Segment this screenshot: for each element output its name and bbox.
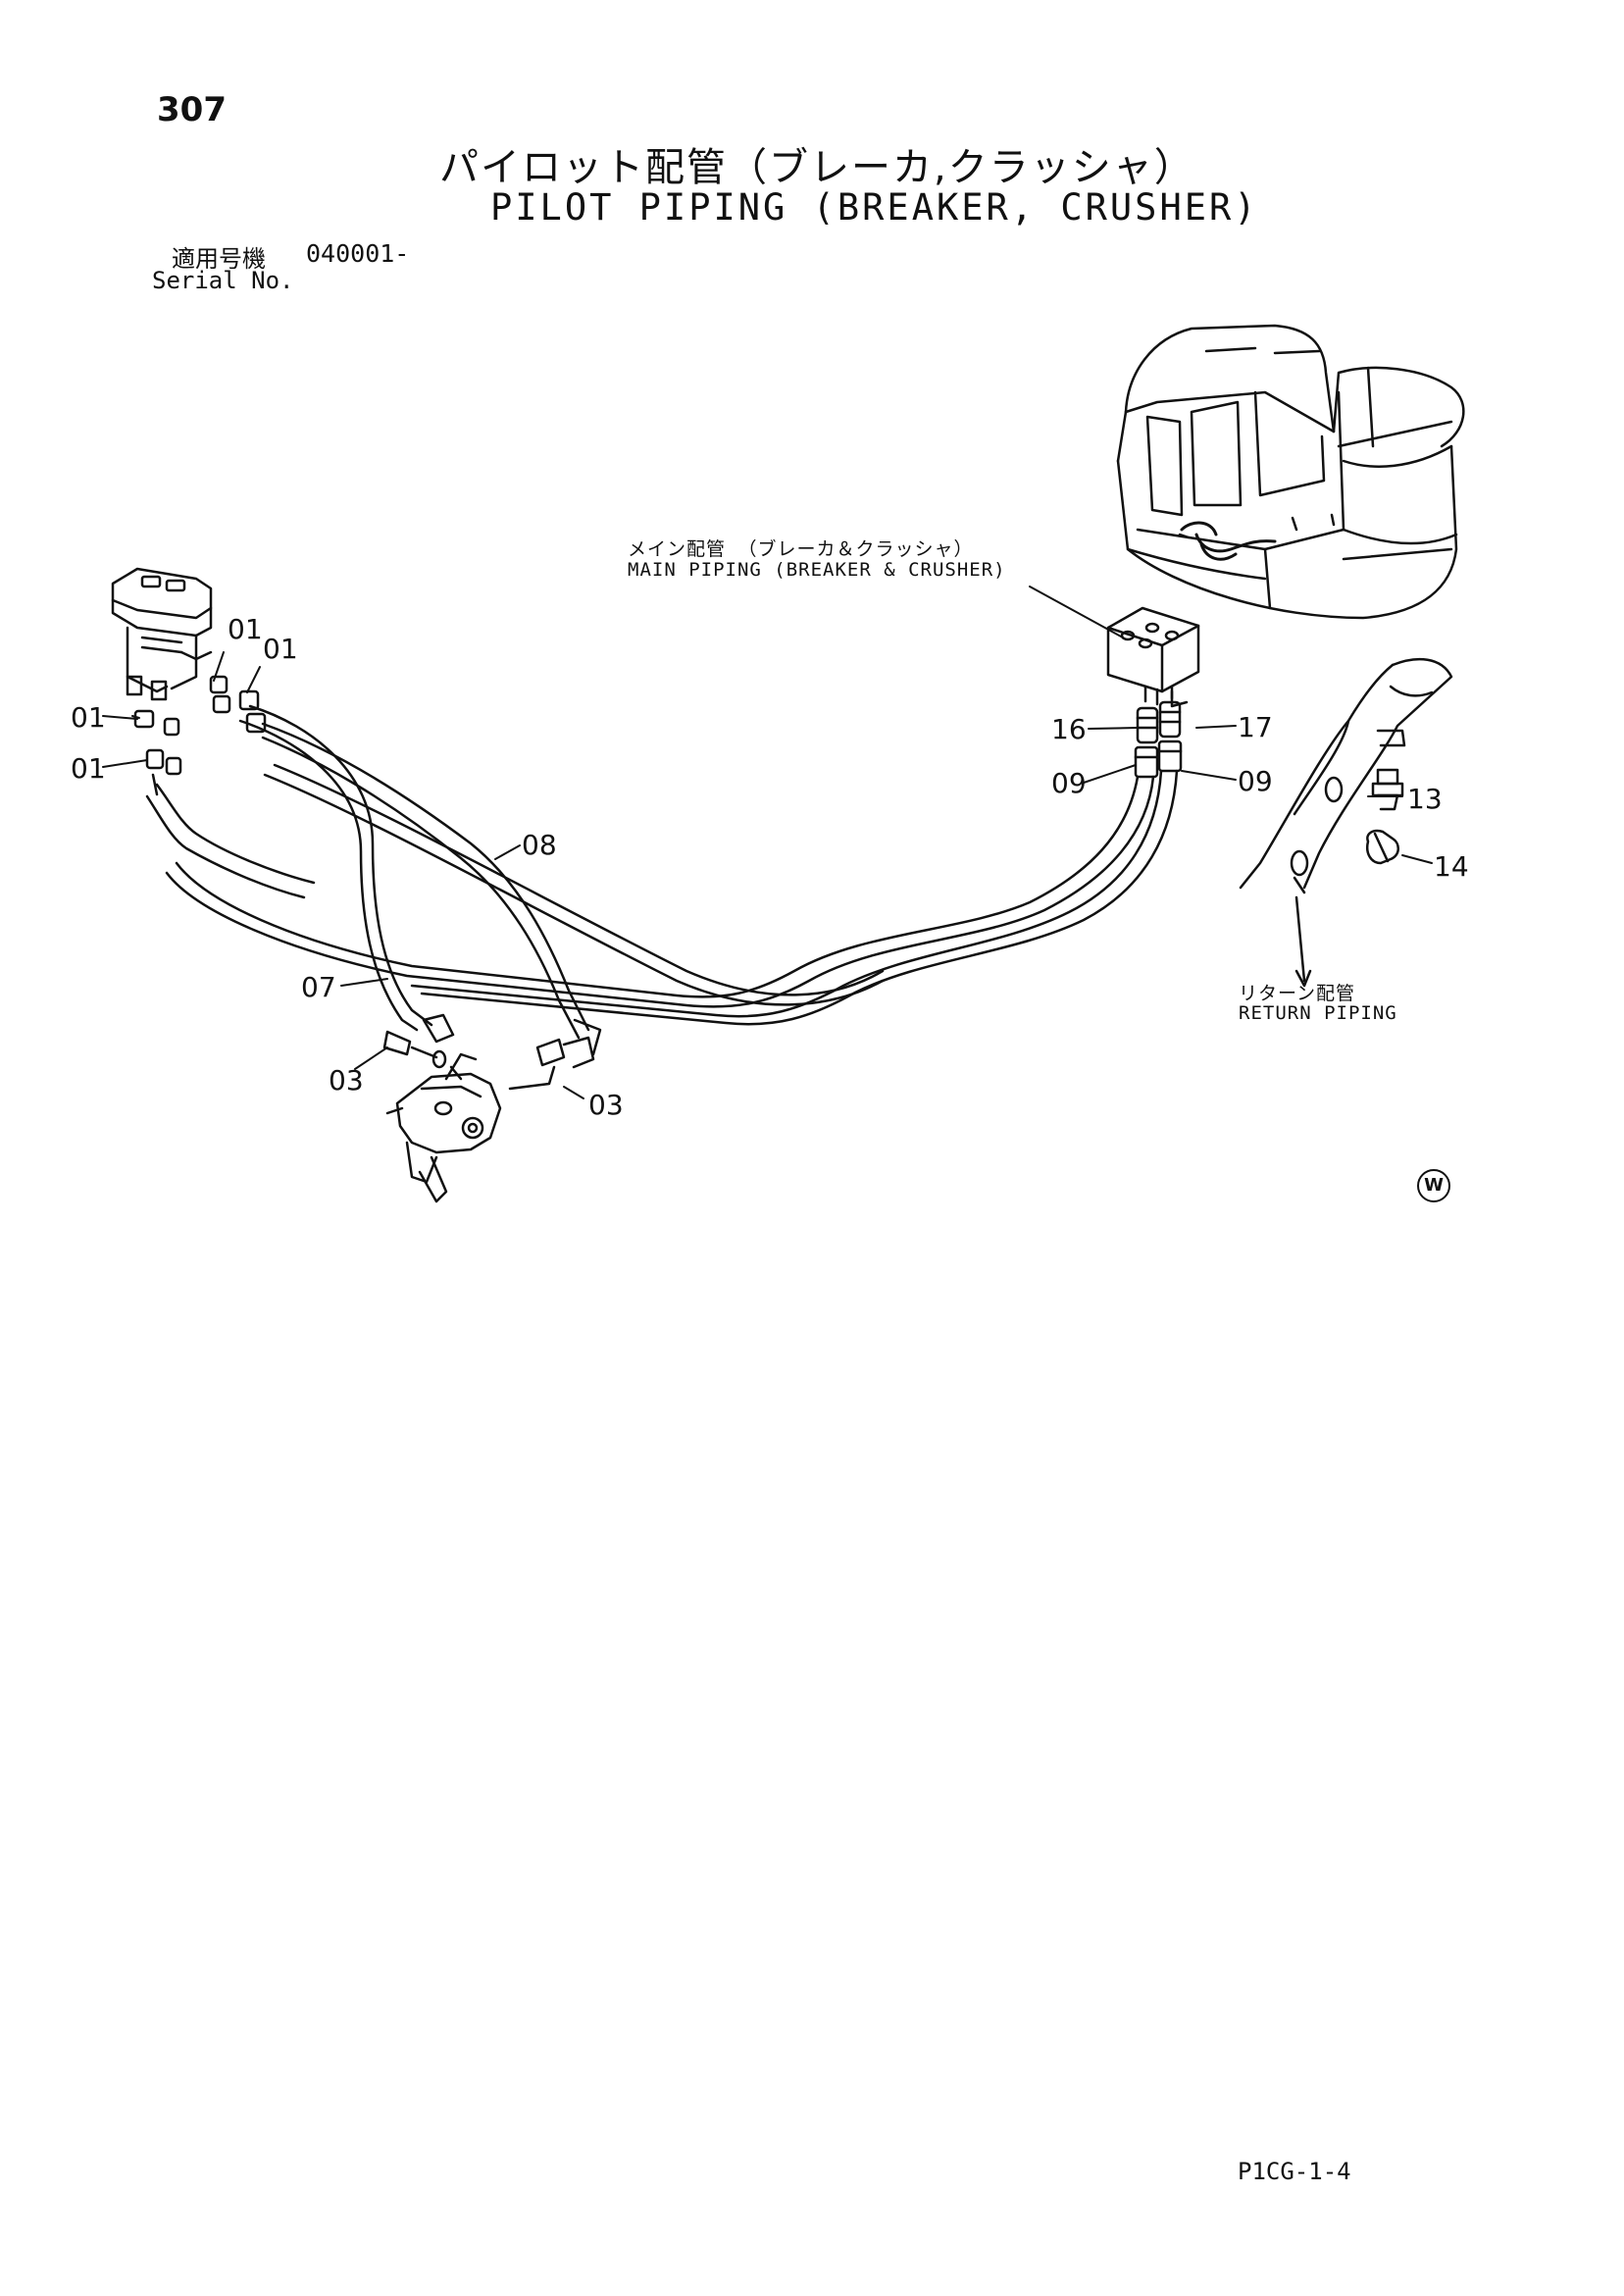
callout-17: 17: [1238, 711, 1273, 743]
callout-01: 01: [228, 613, 263, 645]
excavator-illustration: [1116, 324, 1465, 620]
callout-01: 01: [71, 701, 106, 734]
page-number: 307: [157, 90, 227, 129]
serial-label-english: Serial No.: [152, 267, 294, 294]
leader-lines: [102, 586, 1433, 1099]
callout-16: 16: [1051, 713, 1087, 745]
callout-13: 13: [1407, 783, 1443, 815]
frame-illustration: [1239, 657, 1453, 894]
callout-09: 09: [1238, 765, 1273, 797]
control-valve: [385, 1052, 502, 1203]
return-piping-note-english: RETURN PIPING: [1239, 1002, 1397, 1024]
callout-03: 03: [329, 1064, 364, 1097]
title-japanese: パイロット配管（ブレーカ,クラッシャ）: [439, 145, 1195, 190]
block-fittings: [1134, 700, 1183, 779]
hose-09: [165, 769, 1179, 1026]
callout-14: 14: [1434, 850, 1469, 883]
pilot-valve: [111, 567, 213, 701]
footer-code: P1CG-1-4: [1238, 2158, 1351, 2185]
title-english: PILOT PIPING (BREAKER, CRUSHER): [490, 186, 1259, 229]
hose-07: [145, 704, 433, 1032]
callout-01: 01: [263, 633, 298, 665]
callout-09: 09: [1051, 767, 1087, 799]
manifold-block: [1106, 606, 1200, 708]
return-piping-note-japanese: リターン配管: [1239, 983, 1356, 1004]
region-mark-badge: W: [1417, 1169, 1450, 1202]
serial-number-value: 040001-: [306, 239, 410, 268]
main-piping-note-english: MAIN PIPING (BREAKER & CRUSHER): [628, 559, 1006, 581]
serial-label-japanese: 適用号機: [172, 245, 266, 273]
valve-fittings: [382, 1013, 602, 1091]
callout-07: 07: [301, 971, 336, 1003]
callout-08: 08: [522, 829, 557, 861]
callout-03: 03: [588, 1089, 624, 1121]
callout-01: 01: [71, 752, 106, 785]
pilot-fittings: [133, 675, 267, 796]
main-piping-note-japanese: メイン配管 （ブレーカ＆クラッシャ）: [628, 538, 974, 560]
